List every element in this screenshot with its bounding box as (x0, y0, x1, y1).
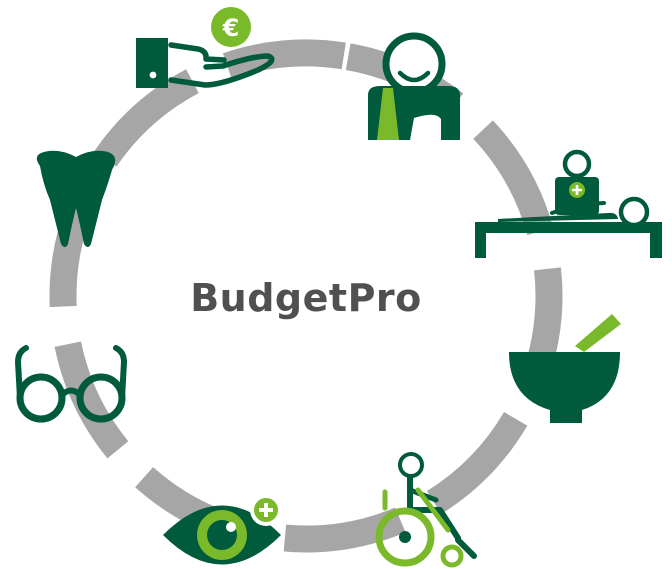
caregiver-icon (368, 32, 460, 140)
hospital-bed-icon (475, 149, 662, 258)
tooth-icon (36, 150, 116, 247)
page-title: BudgetPro (190, 276, 422, 320)
eye-plus-icon (163, 494, 282, 565)
hand-euro-coin-icon: € (136, 7, 275, 88)
mortar-pestle-icon (509, 314, 621, 423)
euro-glyph: € (222, 14, 240, 42)
wheelchair-icon (375, 452, 477, 568)
cycle-ring (49, 39, 563, 553)
glasses-icon (14, 345, 128, 423)
